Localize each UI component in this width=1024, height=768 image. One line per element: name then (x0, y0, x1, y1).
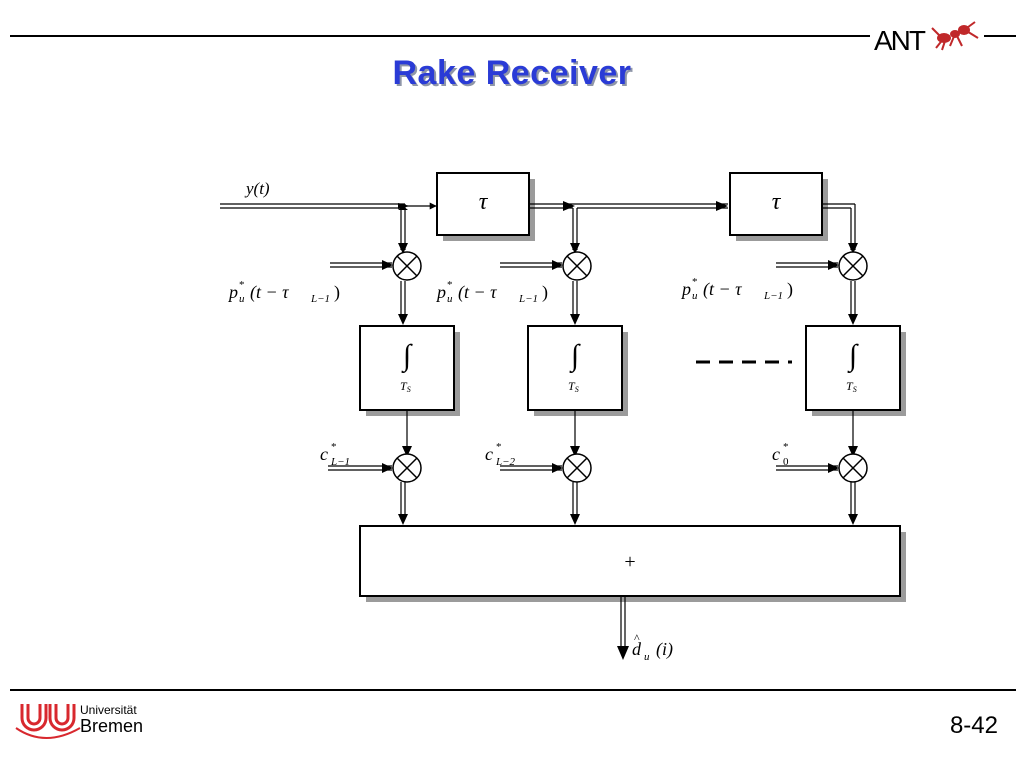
code-multiplier-1 (392, 251, 422, 281)
page-number: 8-42 (949, 712, 998, 739)
integrator-block-2 (527, 325, 623, 411)
svg-text:*: * (239, 279, 245, 291)
integrator-block-1 (359, 325, 455, 411)
svg-text:(t − τ: (t − τ (250, 282, 289, 303)
code-multiplier-2 (562, 251, 592, 281)
svg-text:0: 0 (783, 456, 789, 468)
svg-text:c: c (485, 444, 493, 464)
code-multiplier-3 (838, 251, 868, 281)
sum-block (359, 525, 901, 597)
code-label-2: p * u (t − τ L−1 ) (435, 279, 548, 305)
svg-text:^: ^ (634, 631, 640, 645)
delay-block-2 (729, 172, 823, 236)
svg-text:L−2: L−2 (495, 456, 516, 468)
integrator-symbol-2: ∫ (569, 339, 581, 374)
university-logo (15, 704, 81, 739)
slide-title: Rake Receiver (392, 54, 632, 92)
svg-text:): ) (787, 279, 793, 300)
svg-text:u: u (447, 293, 453, 305)
integrator-sub-1: TS (400, 379, 411, 394)
integrator-symbol-1: ∫ (401, 339, 413, 374)
svg-text:c: c (772, 444, 780, 464)
integrator-sub-2: TS (568, 379, 579, 394)
svg-text:): ) (542, 282, 548, 303)
svg-text:*: * (331, 441, 337, 453)
svg-text:(t − τ: (t − τ (703, 279, 742, 300)
svg-text:(t − τ: (t − τ (458, 282, 497, 303)
svg-text:u: u (692, 290, 698, 302)
svg-text:L−1: L−1 (518, 293, 538, 305)
svg-text:*: * (496, 441, 502, 453)
code-label-1: p * u (t − τ L−1 ) (227, 279, 340, 305)
svg-text:L−1: L−1 (310, 293, 330, 305)
svg-text:*: * (447, 279, 453, 291)
integrator-symbol-3: ∫ (847, 339, 859, 374)
svg-text:*: * (692, 276, 698, 288)
input-label: y(t) (244, 179, 270, 198)
university-name: Universität Bremen (80, 704, 143, 735)
svg-text:p: p (680, 279, 691, 299)
weight-multiplier-1 (392, 453, 422, 483)
svg-text:u: u (239, 293, 245, 305)
svg-text:p: p (435, 282, 446, 302)
ant-logo-text: ANT (874, 25, 926, 56)
code-label-3: p * u (t − τ L−1 ) (680, 276, 793, 302)
svg-text:c: c (320, 444, 328, 464)
output-label: d ^ u (i) (632, 631, 673, 663)
arrowheads (382, 201, 858, 660)
university-line-1: Universität (80, 703, 137, 717)
svg-text:*: * (783, 441, 789, 453)
delay-symbol-1: τ (479, 189, 489, 215)
weight-label-1: c * L−1 (320, 441, 350, 468)
svg-text:L−1: L−1 (330, 456, 350, 468)
delay-block-1 (436, 172, 530, 236)
svg-text:): ) (334, 282, 340, 303)
svg-text:u: u (644, 651, 650, 663)
weight-label-2: c * L−2 (485, 441, 516, 468)
svg-text:(i): (i) (656, 639, 673, 660)
weight-multiplier-2 (562, 453, 592, 483)
svg-text:L−1: L−1 (763, 290, 783, 302)
signal-lines (220, 202, 856, 648)
integrator-sub-3: TS (846, 379, 857, 394)
ant-logo: ANT (874, 21, 979, 56)
weight-multiplier-3 (838, 453, 868, 483)
delay-symbol-2: τ (772, 189, 782, 215)
svg-text:p: p (227, 282, 238, 302)
weight-label-3: c * 0 (772, 441, 789, 468)
ant-icon (931, 21, 979, 51)
university-line-2: Bremen (80, 716, 144, 736)
sum-symbol: + (624, 551, 635, 573)
svg-text:d: d (632, 639, 642, 659)
integrator-block-3 (805, 325, 901, 411)
